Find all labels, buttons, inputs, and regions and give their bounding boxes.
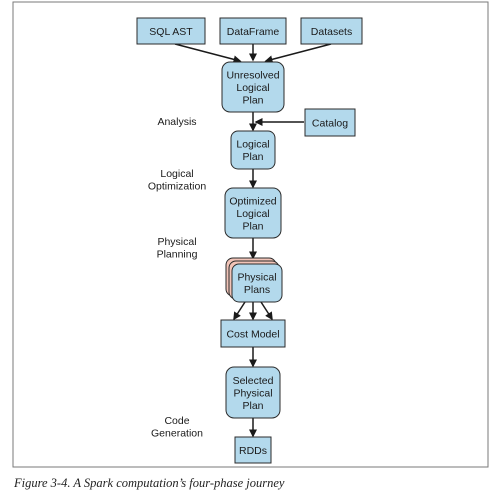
node-physical-plans-label: Plans [244, 284, 270, 296]
figure-caption: Figure 3-4. A Spark computation’s four-p… [14, 476, 285, 490]
flow-arrows [233, 112, 304, 438]
node-optimized-plan-label: Plan [242, 220, 263, 232]
input-datasets: Datasets [300, 17, 363, 45]
node-cost-model-label: Cost Model [226, 328, 279, 340]
node-cost-model-shape [220, 319, 286, 348]
node-optimized-plan-label: Logical [236, 208, 269, 220]
physical-to-costmodel-arrow-right [260, 301, 273, 321]
input-datasets-label: Datasets [311, 26, 352, 38]
node-rdds-label: RDDs [239, 445, 267, 457]
input-arrows [174, 43, 332, 64]
phase-code-generation-label: Code [164, 415, 189, 427]
phase-analysis-label: Analysis [157, 116, 196, 128]
node-optimized-plan-label: Optimized [229, 195, 276, 207]
node-physical-plans-shape [231, 263, 283, 303]
pipeline-nodes: UnresolvedLogicalPlanLogicalPlanOptimize… [220, 61, 356, 464]
node-unresolved-plan-shape [221, 61, 285, 113]
phase-physical-planning-label: Physical [157, 236, 196, 248]
node-rdds-shape [234, 436, 272, 464]
node-unresolved-plan-label: Unresolved [226, 69, 279, 81]
node-selected-plan-label: Physical [233, 387, 272, 399]
node-cost-model: Cost Model [220, 319, 286, 348]
node-optimized-plan-shape [224, 187, 282, 239]
phase-logical-optimization-label: Optimization [148, 181, 207, 193]
phase-analysis: Analysis [157, 116, 196, 128]
node-physical-plans-label: Physical [237, 272, 276, 284]
node-rdds: RDDs [234, 436, 272, 464]
phase-labels: AnalysisLogicalOptimizationPhysicalPlann… [148, 116, 207, 440]
figure-frame [12, 1, 489, 468]
input-datasets-shape [300, 17, 363, 45]
node-catalog-shape [304, 108, 356, 137]
input-sources: SQL AST DataFrame Datasets [136, 17, 363, 45]
node-unresolved-plan-label: Plan [242, 94, 263, 106]
input-sql-ast: SQL AST [136, 17, 206, 45]
phase-code-generation-label: Generation [151, 428, 203, 440]
node-catalog-label: Catalog [312, 117, 348, 129]
physical-to-costmodel-arrow-left [233, 301, 246, 321]
phase-logical-optimization-label: Logical [160, 168, 193, 180]
input-dataframe-shape [219, 17, 287, 45]
phase-physical-planning-label: Planning [157, 249, 198, 261]
input-dataframe: DataFrame [219, 17, 287, 45]
input-sql-ast-label: SQL AST [149, 26, 193, 38]
node-logical-plan-label: Logical [236, 139, 269, 151]
node-selected-plan-shape [225, 366, 281, 419]
node-logical-plan-label: Plan [242, 151, 263, 163]
node-unresolved-plan-label: Logical [236, 82, 269, 94]
node-logical-plan-shape [230, 130, 276, 170]
node-selected-plan-label: Selected [233, 375, 274, 387]
sqlast-to-unresolved-arrow [174, 43, 242, 64]
node-catalog: Catalog [304, 108, 356, 137]
datasets-to-unresolved-arrow [264, 43, 332, 64]
input-dataframe-label: DataFrame [227, 26, 280, 38]
node-selected-plan-label: Plan [242, 400, 263, 412]
input-sql-ast-shape [136, 17, 206, 45]
